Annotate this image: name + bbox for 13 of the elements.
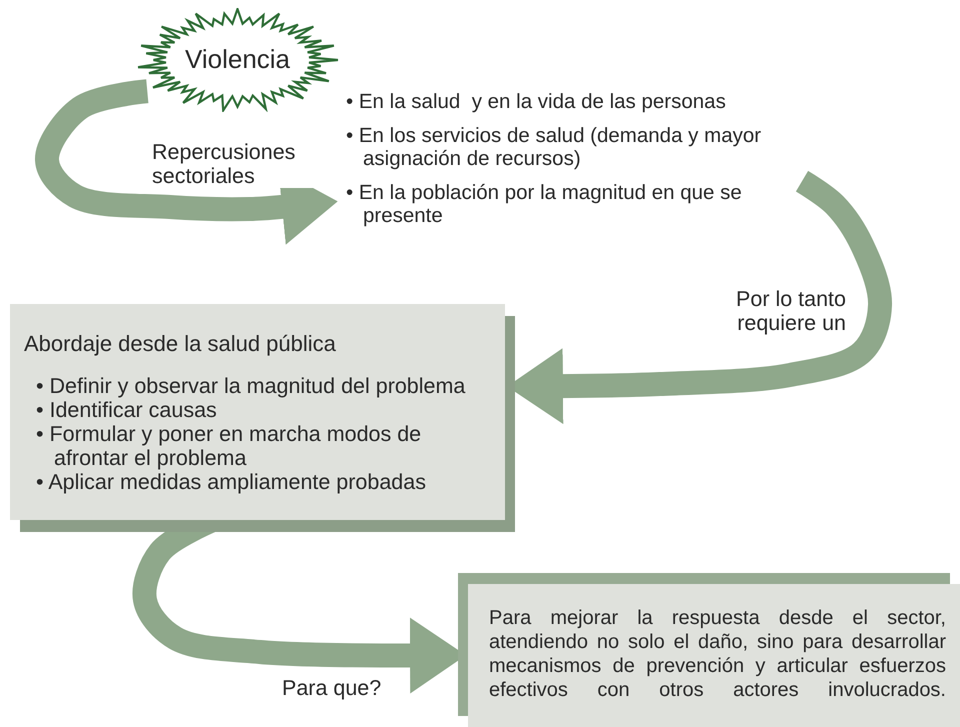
bullet-item: • Definir y observar la magnitud del problema (35, 374, 466, 398)
bullet-item: • Aplicar medidas ampliamente probadas (35, 470, 427, 494)
bullet-item: • En la población por la magnitud en que se presente (346, 181, 743, 227)
panel-heading: Abordaje desde la salud pública (24, 332, 336, 356)
burst-shape (135, 8, 340, 112)
node-title: Violencia (184, 45, 290, 74)
text-panel (10, 304, 505, 520)
panel-text: Para mejorar la respuesta desde el sector, atendiendo no solo el daño, sino para desarrollar mecanismos de prevención y articular esfuerzos efectivos con otros actores involucrados. (489, 606, 946, 702)
text-panel (468, 584, 960, 727)
bullet-item: • En la salud y en la vida de las personas (346, 90, 727, 113)
bullet-item: • Formular y poner en marcha modos de afrontar el problema (35, 422, 422, 470)
bullet-item: • En los servicios de salud (demanda y mayor asignación de recursos) (346, 124, 762, 170)
bullet-item: • Identificar causas (35, 398, 218, 422)
